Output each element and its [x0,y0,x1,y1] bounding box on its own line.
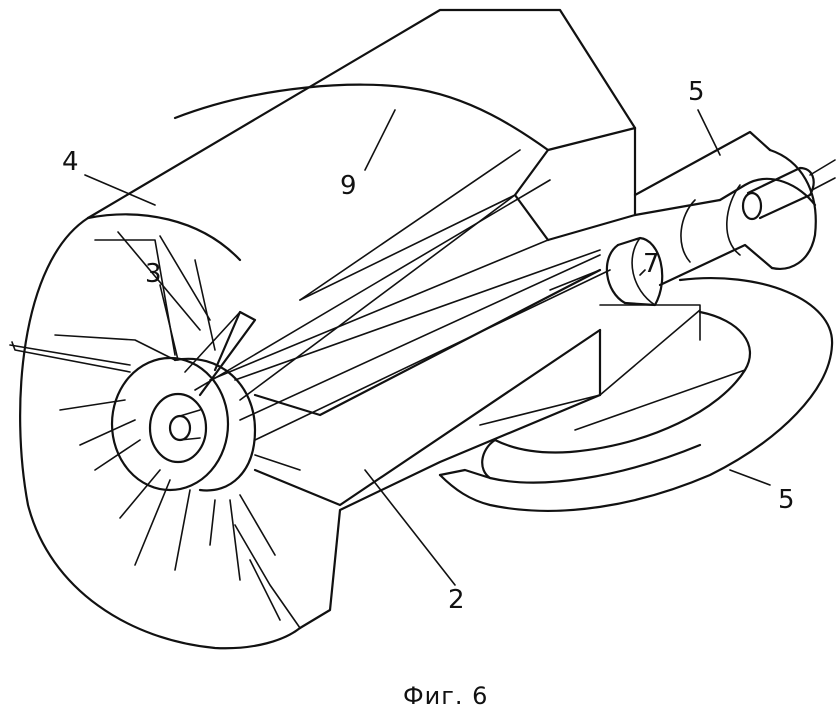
label-casing: 4 [62,147,79,177]
figure-caption: Фиг. 6 [403,682,488,710]
upper-segment-cut [173,83,637,301]
casing-front-rim [19,213,302,650]
hub [110,356,257,492]
core-body [253,268,701,507]
label-duct-upper: 5 [688,77,705,107]
fan-blades [9,231,301,629]
label-upper-segment: 9 [340,171,357,201]
label-duct-lower: 5 [778,485,795,515]
label-core-body: 2 [448,585,465,615]
chamber [605,236,664,307]
vane-spikes [194,149,611,441]
casing-body [86,8,722,630]
upper-duct [633,130,817,287]
label-hub: 3 [145,259,162,289]
inlet-pipe [741,159,836,221]
lower-duct [438,276,834,512]
label-chamber: 7 [643,249,660,279]
leader-lines [84,109,771,586]
hub-spoke [184,310,257,397]
